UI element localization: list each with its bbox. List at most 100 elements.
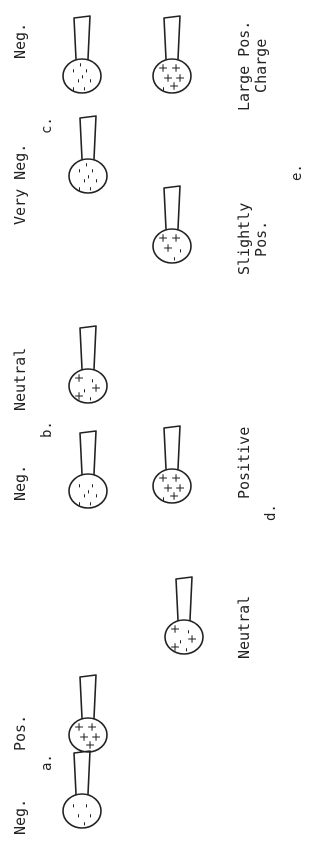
- electroscope-e2: +++++-: [152, 15, 192, 94]
- negative-charge-sign: -: [66, 804, 80, 808]
- electroscope-a2: +++++: [68, 674, 108, 753]
- electroscope-c2: --------: [62, 15, 102, 94]
- negative-charge-sign: -: [79, 804, 93, 808]
- negative-charge-sign: -: [73, 63, 87, 67]
- positive-charge-sign: +: [72, 391, 86, 401]
- electroscope-knob: [62, 793, 102, 829]
- electroscope-e1: +++--: [152, 185, 192, 264]
- electroscope-stem: [163, 185, 181, 230]
- negative-charge-sign: -: [77, 389, 91, 393]
- positive-charge-sign: +: [89, 732, 103, 742]
- negative-charge-sign: -: [77, 87, 91, 91]
- electroscope-d1: -+-+-+: [164, 576, 204, 655]
- negative-charge-sign: -: [81, 175, 95, 179]
- positive-charge-sign: +: [161, 483, 175, 493]
- electroscope-knob: [164, 619, 204, 655]
- negative-charge-sign: -: [72, 502, 86, 506]
- positive-charge-sign: +: [185, 634, 199, 644]
- negative-charge-sign: -: [81, 490, 95, 494]
- label-d-positive: Positive: [235, 426, 253, 499]
- positive-charge-sign: +: [72, 722, 86, 732]
- label-b-neg: Neg.: [11, 464, 29, 501]
- positive-charge-sign: +: [167, 81, 181, 91]
- negative-charge-sign: -: [85, 484, 99, 488]
- label-c-neg: Neg.: [11, 22, 29, 59]
- label-e-slightly-pos: Slightly Pos.: [235, 202, 270, 275]
- label-e-slightly: Slightly: [235, 202, 253, 275]
- negative-charge-sign: -: [83, 397, 97, 401]
- electroscope-b2: -+-+-+: [68, 325, 108, 404]
- electroscope-knob: [68, 158, 108, 194]
- electroscope-knob: [152, 228, 192, 264]
- negative-charge-sign: -: [83, 187, 97, 191]
- negative-charge-sign: -: [77, 494, 91, 498]
- electroscope-b1: -------: [68, 430, 108, 509]
- electroscope-stem: [79, 430, 97, 475]
- positive-charge-sign: +: [156, 233, 170, 243]
- negative-charge-sign: -: [89, 494, 103, 498]
- label-c-letter: c.: [39, 117, 55, 134]
- positive-charge-sign: +: [168, 624, 182, 634]
- positive-charge-sign: +: [72, 373, 86, 383]
- positive-charge-sign: +: [161, 243, 175, 253]
- negative-charge-sign: -: [66, 69, 80, 73]
- positive-charge-sign: +: [168, 642, 182, 652]
- negative-charge-sign: -: [72, 484, 86, 488]
- electroscope-stem: [175, 576, 193, 621]
- positive-charge-sign: +: [161, 73, 175, 83]
- label-d-neutral: Neutral: [235, 595, 253, 659]
- positive-charge-sign: +: [173, 73, 187, 83]
- label-a-pos: Pos.: [11, 714, 29, 751]
- negative-charge-sign: -: [85, 169, 99, 173]
- negative-charge-sign: -: [83, 79, 97, 83]
- negative-charge-sign: -: [156, 87, 170, 91]
- electroscope-stem: [163, 425, 181, 470]
- negative-charge-sign: -: [83, 814, 97, 818]
- electroscope-knob: [68, 368, 108, 404]
- electroscope-stem: [163, 15, 181, 60]
- positive-charge-sign: +: [156, 473, 170, 483]
- negative-charge-sign: -: [72, 187, 86, 191]
- negative-charge-sign: -: [181, 630, 195, 634]
- negative-charge-sign: -: [72, 169, 86, 173]
- electroscope-stem: [79, 325, 97, 370]
- negative-charge-sign: -: [71, 814, 85, 818]
- electroscope-c1: --------: [68, 115, 108, 194]
- electroscope-stem: [73, 15, 91, 60]
- negative-charge-sign: -: [173, 640, 187, 644]
- negative-charge-sign: -: [77, 822, 91, 826]
- positive-charge-sign: +: [173, 483, 187, 493]
- label-e-large: Large Pos.: [235, 20, 253, 111]
- positive-charge-sign: +: [83, 740, 97, 750]
- electroscope-stem: [73, 750, 91, 795]
- electroscope-stem: [79, 115, 97, 160]
- positive-charge-sign: +: [85, 722, 99, 732]
- negative-charge-sign: -: [77, 179, 91, 183]
- label-b-letter: b.: [39, 421, 55, 438]
- electroscope-d2: +++++-: [152, 425, 192, 504]
- positive-charge-sign: +: [169, 473, 183, 483]
- positive-charge-sign: +: [156, 63, 170, 73]
- negative-charge-sign: -: [156, 497, 170, 501]
- label-a-neg: Neg.: [11, 798, 29, 835]
- positive-charge-sign: +: [77, 732, 91, 742]
- electroscope-knob: [62, 58, 102, 94]
- label-e-letter: e.: [289, 164, 305, 181]
- positive-charge-sign: +: [169, 233, 183, 243]
- label-e-pos: Pos.: [251, 220, 270, 257]
- negative-charge-sign: -: [167, 257, 181, 261]
- negative-charge-sign: -: [66, 87, 80, 91]
- positive-charge-sign: +: [89, 383, 103, 393]
- label-d-letter: d.: [263, 504, 279, 521]
- positive-charge-sign: +: [169, 63, 183, 73]
- electroscope-knob: [152, 58, 192, 94]
- label-c-very-neg: Very Neg.: [11, 143, 29, 225]
- negative-charge-sign: -: [83, 502, 97, 506]
- electroscope-knob: [152, 468, 192, 504]
- electroscope-knob: [68, 717, 108, 753]
- electroscope-knob: [68, 473, 108, 509]
- negative-charge-sign: -: [79, 163, 93, 167]
- negative-charge-sign: -: [79, 69, 93, 73]
